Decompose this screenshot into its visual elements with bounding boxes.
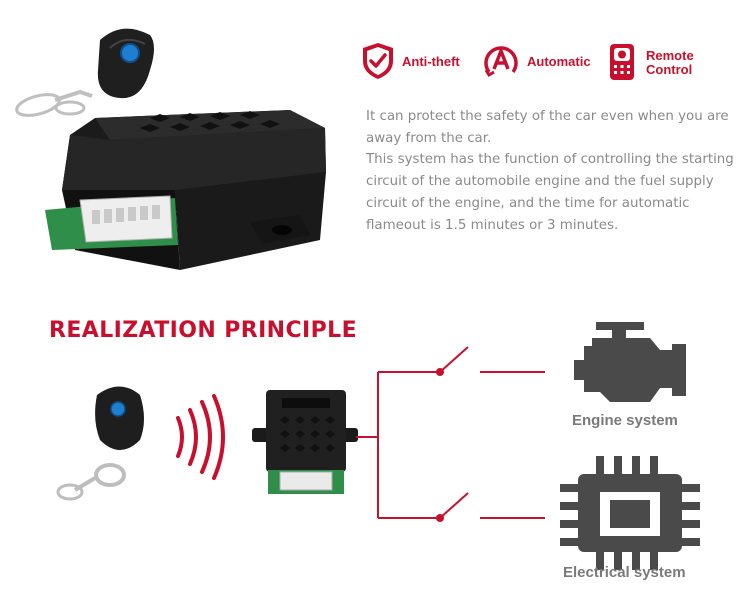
section-heading: REALIZATION PRINCIPLE — [49, 318, 357, 343]
remote-fob — [97, 28, 154, 99]
shield-check-icon — [363, 43, 393, 79]
wireless-signal-icon — [176, 394, 225, 480]
electrical-chip-icon — [560, 456, 700, 570]
key-ring — [15, 89, 93, 117]
description-paragraph-1: It can protect the safety of the car eve… — [366, 109, 729, 146]
anti-theft-label: Anti-theft — [402, 54, 460, 69]
engine-system-label: Engine system — [572, 412, 678, 429]
module-box — [45, 110, 326, 270]
electrical-system-label: Electrical system — [563, 564, 686, 581]
remote-control-icon — [610, 44, 634, 80]
automatic-a-icon — [484, 46, 518, 78]
description: It can protect the safety of the car eve… — [366, 106, 736, 236]
switch-dot-engine — [436, 368, 444, 376]
small-remote-fob — [56, 386, 144, 501]
switch-dot-electrical — [436, 514, 444, 522]
product-photo — [15, 28, 326, 270]
automatic-label: Automatic — [527, 54, 591, 69]
engine-icon — [574, 322, 686, 402]
circuit-wires — [356, 346, 545, 519]
small-module — [252, 390, 358, 494]
remote-label-line2: Control — [646, 62, 693, 77]
remote-label-line1: Remote — [646, 48, 694, 63]
description-paragraph-2: This system has the function of controll… — [366, 152, 734, 233]
